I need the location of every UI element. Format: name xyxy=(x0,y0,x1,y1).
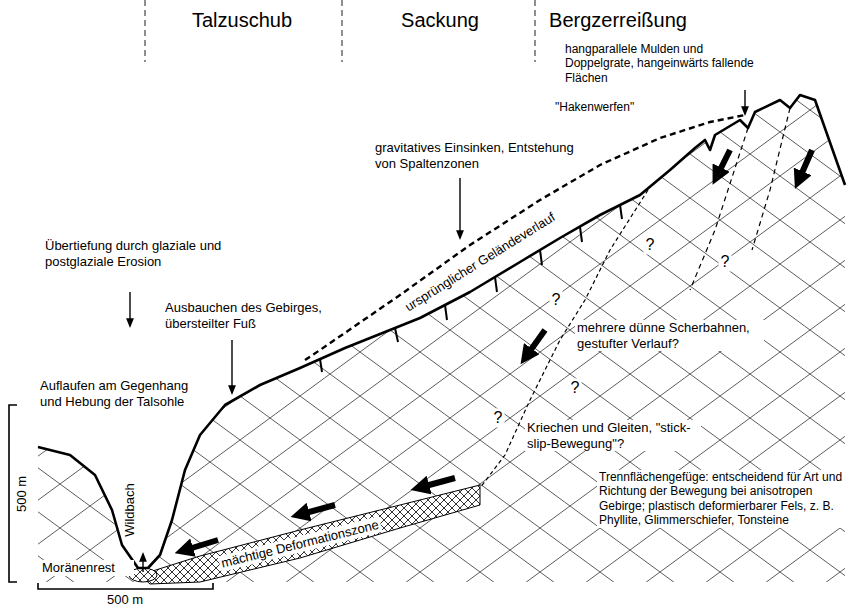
zone-separator xyxy=(145,0,535,62)
annotation: Trennflächengefüge: entscheidend für Art… xyxy=(597,470,847,528)
dimension-label: 500 m xyxy=(14,476,30,512)
scale-bar xyxy=(9,405,213,589)
annotation: Auflaufen am Gegenhang und Hebung der Ta… xyxy=(40,378,212,409)
shear-plane xyxy=(690,128,748,290)
question-mark: ? xyxy=(550,290,563,309)
question-mark: ? xyxy=(569,378,582,397)
annotation: hangparallele Mulden und Doppelgrate, ha… xyxy=(565,42,765,85)
annotation: "Hakenwerfen" xyxy=(555,100,655,114)
stream-label: Wildbach xyxy=(122,483,138,536)
dimension-label: 500 m xyxy=(107,592,143,608)
annotation: gravitatives Einsinken, Entstehung von S… xyxy=(375,140,580,171)
zone-heading: Talzuschub xyxy=(192,8,292,32)
annotation: Kriechen und Gleiten, "stick-slip-Bewegu… xyxy=(525,420,701,451)
annotation: Übertiefung durch glaziale und postglazi… xyxy=(45,238,223,269)
zone-heading: Bergzerreißung xyxy=(549,8,687,32)
question-mark: ? xyxy=(644,235,657,254)
annotation: Ausbauchen des Gebirges, übersteilter Fu… xyxy=(165,300,343,331)
annotation: mehrere dünne Scherbahnen, gestufter Ver… xyxy=(575,320,764,351)
shear-plane xyxy=(752,108,790,250)
zone-heading: Sackung xyxy=(401,8,479,32)
question-mark: ? xyxy=(492,408,505,427)
annotation: Moränenrest xyxy=(40,560,134,576)
deformation-zone xyxy=(140,485,480,584)
question-mark: ? xyxy=(719,252,732,271)
